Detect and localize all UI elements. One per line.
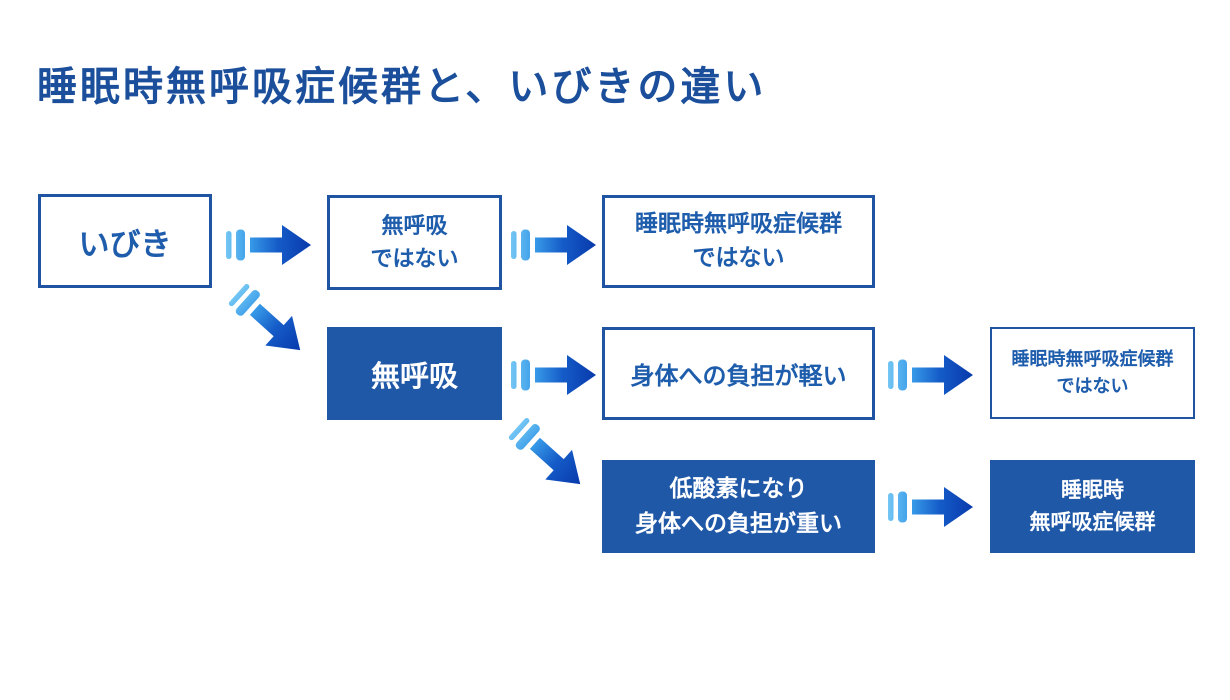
arrow-down-right-icon [503, 412, 594, 499]
arrow-right-icon [888, 487, 973, 527]
node-hypoxia: 低酸素になり 身体への負担が重い [602, 460, 875, 553]
node-label-line: 身体への負担が重い [635, 510, 842, 537]
page-title: 睡眠時無呼吸症候群と、いびきの違い [37, 64, 767, 110]
node-not-sas-top: 睡眠時無呼吸症候群 ではない [602, 195, 875, 288]
node-label-line: ではない [692, 244, 785, 271]
node-ibiki: いびき [38, 194, 212, 288]
arrow-down-right-icon [223, 278, 314, 365]
node-label-line: ではない [370, 246, 459, 272]
node-light-burden: 身体への負担が軽い [602, 327, 875, 420]
node-label-line: 無呼吸 [381, 213, 448, 239]
node-label-line: 睡眠時無呼吸症候群 [1011, 349, 1174, 370]
node-label: いびき [78, 226, 172, 263]
node-not-apnea: 無呼吸 ではない [327, 195, 502, 290]
node-label-line: ではない [1056, 376, 1129, 397]
node-not-sas-mid: 睡眠時無呼吸症候群 ではない [990, 327, 1195, 419]
arrow-right-icon [511, 225, 596, 265]
node-label: 身体への負担が軽い [630, 362, 847, 390]
node-label-line: 無呼吸症候群 [1029, 509, 1156, 534]
node-label-line: 睡眠時 [1061, 478, 1124, 502]
arrow-right-icon [511, 355, 596, 395]
node-apnea: 無呼吸 [327, 327, 502, 420]
node-sas: 睡眠時 無呼吸症候群 [990, 460, 1195, 553]
arrow-right-icon [226, 225, 311, 265]
node-label-line: 低酸素になり [669, 476, 808, 502]
arrow-right-icon [888, 355, 973, 395]
node-label-line: 睡眠時無呼吸症候群 [635, 211, 842, 238]
node-label: 無呼吸 [370, 358, 458, 393]
